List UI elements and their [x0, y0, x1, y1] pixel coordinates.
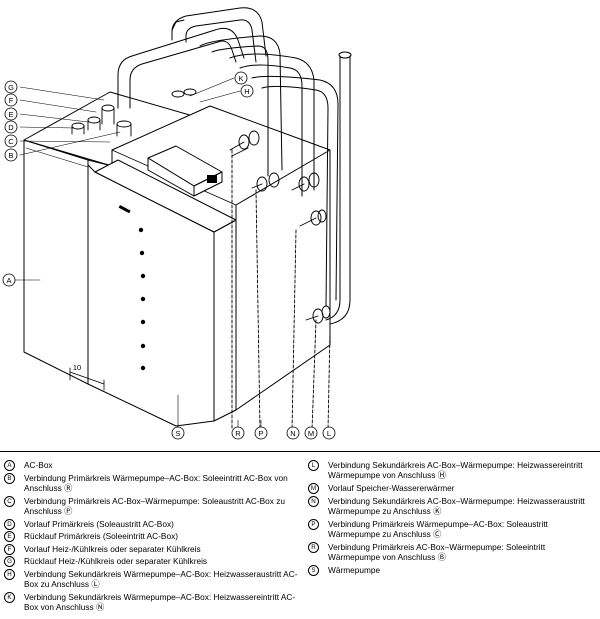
callout-b: B [4, 148, 18, 162]
legend-item: E Rücklauf Primärkreis (Soleeintritt AC-B… [4, 531, 298, 543]
ac-box [23, 91, 201, 385]
legend-letter: L [308, 460, 319, 471]
callout-n-label: N [290, 429, 295, 438]
callout-k: K [234, 71, 248, 85]
callout-h: H [240, 84, 254, 98]
legend-item: M Vorlauf Speicher-Wassererwärmer [308, 483, 598, 494]
legend-item: C Verbindung Primärkreis AC-Box–Wärmepump… [4, 495, 298, 517]
legend-letter: E [4, 531, 15, 543]
legend-letter: R [308, 541, 319, 553]
legend-text: AC-Box [24, 460, 53, 470]
legend-text: Verbindung Sekundärkreis Wärmepumpe–AC-B… [24, 568, 298, 590]
callout-a-label: A [6, 276, 11, 285]
legend-text: Verbindung Primärkreis Wärmepumpe–AC-Box… [328, 518, 548, 539]
legend-item: G Rücklauf Heiz-/Kühlkreis oder separater… [4, 556, 298, 568]
installation-diagram: G F E D C B A K H S R P N M L 10 [2, 7, 352, 440]
legend-text: Verbindung Primärkreis AC-Box–Wärmepumpe… [328, 541, 546, 562]
dimension-10 [69, 363, 105, 391]
legend-item: F Vorlauf Heiz-/Kühlkreis oder separater … [4, 543, 298, 555]
legend-letter: C [4, 495, 15, 507]
callout-s: S [171, 426, 185, 440]
legend-letter: F [4, 543, 15, 555]
callout-p-label: P [258, 429, 263, 438]
callout-r-label: R [235, 429, 241, 438]
legend-letter: H [4, 568, 15, 580]
legend-item: A AC-Box [4, 460, 298, 471]
legend-item: L Verbindung Sekundärkreis AC-Box–Wärmepu… [308, 460, 598, 481]
legend-letter: S [308, 564, 319, 576]
legend-text: Rücklauf Heiz-/Kühlkreis oder separater … [24, 556, 208, 567]
legend-item: D Vorlauf Primärkreis (Soleaustritt AC-Bo… [4, 518, 298, 530]
callout-s-label: S [175, 429, 180, 438]
legend-text: Verbindung Primärkreis Wärmepumpe–AC-Box… [24, 472, 288, 493]
callout-m-label: M [308, 429, 314, 438]
pipes [117, 7, 352, 325]
callout-e-label: E [8, 110, 13, 119]
legend-letter: K [4, 591, 15, 603]
callout-g: G [4, 80, 18, 94]
legend-item: S Wärmepumpe [308, 564, 598, 576]
legend-text: Wärmepumpe [328, 564, 381, 575]
callout-h-label: H [244, 87, 249, 96]
legend-text: Vorlauf Primärkreis (Soleaustritt AC-Box… [24, 518, 174, 529]
callout-a: A [2, 273, 16, 287]
callout-n: N [286, 426, 300, 440]
legend-text: Rücklauf Primärkreis (Soleeintritt AC-Bo… [24, 531, 178, 542]
separator-line [0, 451, 600, 452]
callout-l: L [322, 426, 336, 440]
callout-e: E [4, 107, 18, 121]
legend-item: B Verbindung Primärkreis Wärmepumpe–AC-Bo… [4, 472, 298, 494]
callout-c: C [4, 134, 18, 148]
callout-k-label: K [238, 74, 243, 83]
callout-r: R [231, 426, 245, 440]
legend-item: N Verbindung Sekundärkreis AC-Box–Wärmepu… [308, 495, 598, 517]
callout-f: F [4, 93, 18, 107]
legend-letter: A [4, 460, 15, 471]
legend-item: P Verbindung Primärkreis Wärmepumpe–AC-Bo… [308, 518, 598, 540]
legend-right: L Verbindung Sekundärkreis AC-Box–Wärmepu… [308, 460, 598, 577]
legend-letter: N [308, 495, 319, 507]
legend-letter: D [4, 518, 15, 530]
callout-d-label: D [8, 123, 14, 132]
callout-f-label: F [9, 96, 14, 105]
fittings [229, 130, 331, 431]
callout-c-label: C [8, 137, 14, 146]
legend-letter: G [4, 556, 15, 568]
legend-text: Vorlauf Heiz-/Kühlkreis oder separater K… [24, 543, 201, 554]
heat-pump [87, 105, 331, 427]
legend-text: Vorlauf Speicher-Wassererwärmer [328, 483, 455, 493]
callout-b-label: B [8, 151, 13, 160]
legend-item: H Verbindung Sekundärkreis Wärmepumpe–AC-… [4, 568, 298, 590]
callout-m: M [304, 426, 318, 440]
legend-item: R Verbindung Primärkreis AC-Box–Wärmepump… [308, 541, 598, 563]
legend-item: K Verbindung Sekundärkreis Wärmepumpe–AC-… [4, 591, 298, 613]
callout-d: D [4, 120, 18, 134]
legend-text: Verbindung Sekundärkreis Wärmepumpe–AC-B… [24, 591, 296, 613]
legend-text: Verbindung Sekundärkreis AC-Box–Wärmepum… [328, 460, 583, 481]
callout-g-label: G [8, 83, 14, 92]
ac-box-connections [71, 88, 197, 137]
callout-l-label: L [327, 429, 331, 438]
dimension-label: 10 [73, 363, 81, 372]
legend-letter: B [4, 472, 15, 484]
legend-text: Verbindung Sekundärkreis AC-Box–Wärmepum… [328, 495, 585, 516]
legend-letter: M [308, 483, 319, 494]
legend-letter: P [308, 518, 319, 530]
legend-text: Verbindung Primärkreis AC-Box–Wärmepumpe… [24, 495, 285, 516]
callout-p: P [254, 426, 268, 440]
